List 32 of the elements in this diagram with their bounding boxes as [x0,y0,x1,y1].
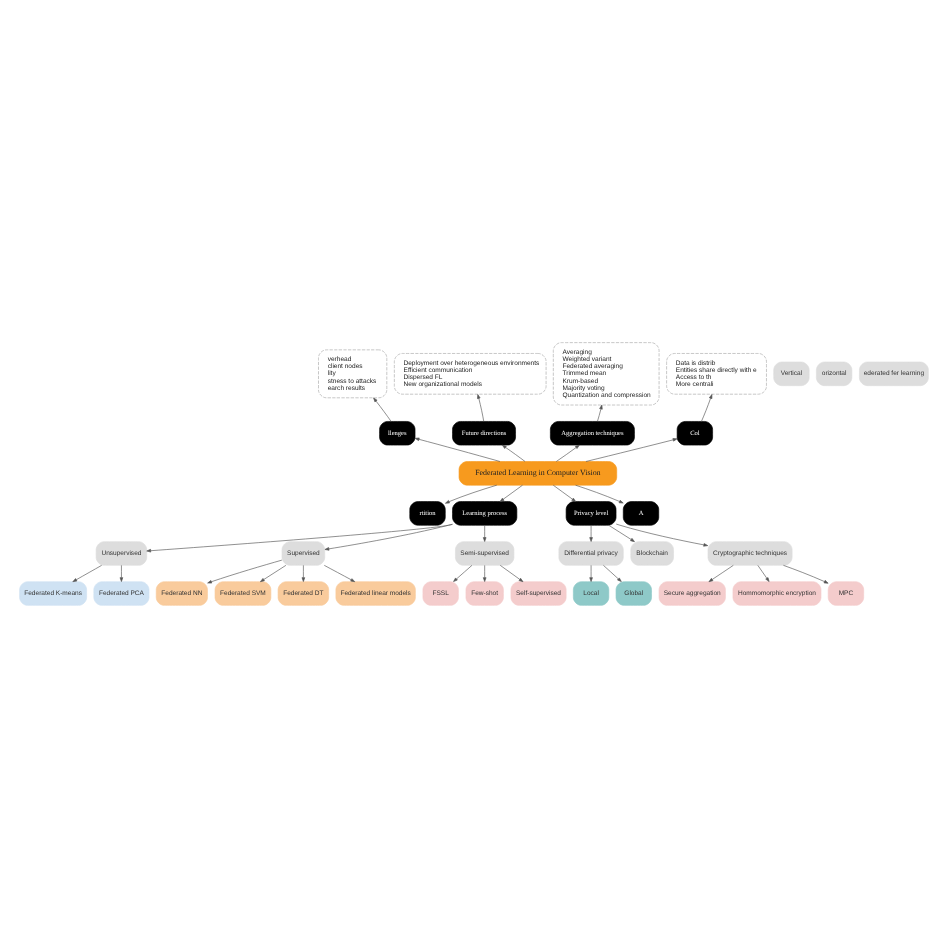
arrow [260,565,287,583]
arrow [585,438,678,462]
arrow [324,523,453,551]
arrow [589,565,593,582]
arrow [575,484,624,504]
arrow [72,565,102,583]
arrow [499,565,524,583]
arrow [207,559,283,584]
arrow [615,523,709,547]
arrow [373,397,392,422]
arrow [501,444,526,462]
arrow [445,484,498,504]
arrow [146,524,453,553]
arrow [701,394,713,422]
arrow [757,565,770,582]
arrow [783,565,829,584]
arrow [589,524,593,542]
arrow [301,565,306,582]
arrow [708,565,734,583]
arrow [482,565,487,582]
arrow [453,565,473,582]
arrow [556,444,580,462]
arrow [119,565,124,582]
arrow [499,484,523,502]
arrow [552,484,577,502]
arrow [597,404,603,422]
arrow [482,524,487,542]
arrow [603,565,622,582]
arrow [608,524,635,542]
arrow [414,437,501,462]
arrow [323,565,356,583]
arrow [477,394,485,422]
